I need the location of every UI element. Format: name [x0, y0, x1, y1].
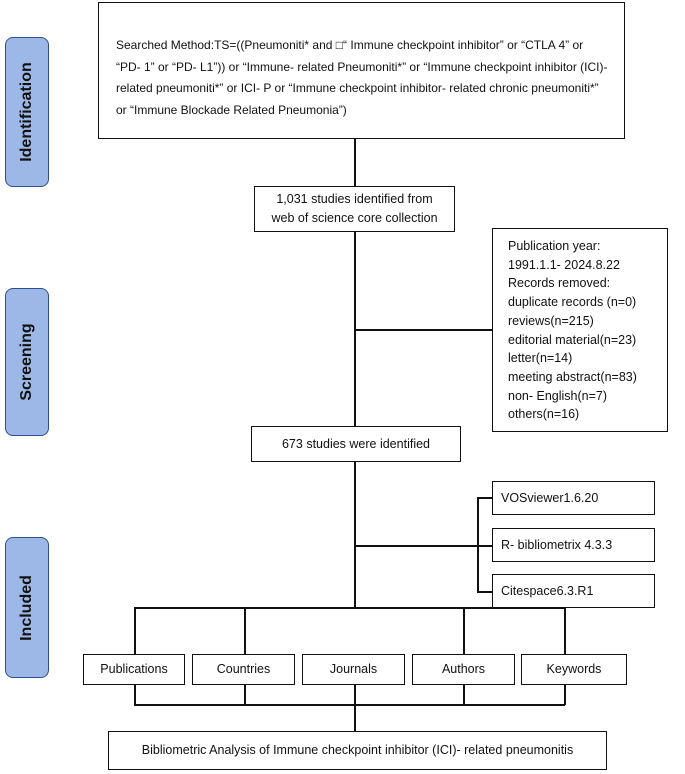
- connector-to-exclusion: [354, 329, 493, 331]
- stage-screening: Screening: [5, 288, 49, 436]
- connector-search-to-identified: [354, 138, 356, 186]
- exclusion-line-6: editorial material(n=23): [508, 332, 637, 347]
- exclusion-line-3: Records removed:: [508, 276, 611, 291]
- exclusion-line-4: duplicate records (n=0): [508, 295, 637, 310]
- categories-bottom-bracket: [134, 704, 565, 706]
- exclusion-line-10: others(n=16): [508, 407, 580, 422]
- exclusion-line-9: non- English(n=7): [508, 388, 608, 403]
- stage-identification: Identification: [5, 37, 49, 187]
- tool-box-citespace: Citespace6.3.R1: [492, 574, 655, 608]
- category-authors: Authors: [412, 654, 515, 685]
- categories-top-tick-1: [134, 607, 136, 654]
- search-method-text: Searched Method:TS=((Pneumoniti* and □“ …: [116, 35, 621, 121]
- exclusion-line-5: reviews(n=215): [508, 313, 594, 328]
- identified-line-2: web of science core collection: [271, 211, 438, 225]
- categories-bottom-tick-2: [244, 684, 246, 705]
- categories-bottom-tick-4: [463, 684, 465, 705]
- categories-bottom-tick-3: [354, 684, 356, 732]
- search-line-4: or “Immune Blockade Related Pneumonia”): [116, 102, 347, 117]
- identified-box: 1,031 studies identified from web of sci…: [254, 186, 455, 232]
- categories-bottom-tick-1: [134, 684, 136, 705]
- stage-screening-label: Screening: [18, 323, 35, 401]
- category-keywords: Keywords: [521, 654, 627, 685]
- connector-screened-to-categories: [354, 461, 356, 607]
- stage-included-label: Included: [18, 574, 35, 641]
- exclusion-text: Publication year: 1991.1.1- 2024.8.22 Re…: [508, 237, 637, 424]
- tool-box-vosviewer: VOSviewer1.6.20: [492, 481, 655, 515]
- tool-label-bibliometrix: R- bibliometrix 4.3.3: [501, 538, 613, 552]
- search-method-box: Searched Method:TS=((Pneumoniti* and □“ …: [98, 2, 625, 139]
- category-countries-label: Countries: [216, 662, 271, 676]
- category-authors-label: Authors: [441, 662, 486, 676]
- search-line-1: Searched Method:TS=((Pneumoniti* and □“ …: [116, 38, 584, 52]
- exclusion-box: Publication year: 1991.1.1- 2024.8.22 Re…: [492, 228, 668, 432]
- category-publications-label: Publications: [100, 662, 168, 676]
- final-analysis-box: Bibliometric Analysis of Immune checkpoi…: [108, 731, 607, 770]
- tool-label-vosviewer: VOSviewer1.6.20: [501, 491, 599, 505]
- exclusion-line-1: Publication year:: [508, 239, 601, 253]
- connector-to-tools: [354, 545, 478, 547]
- stage-included: Included: [5, 537, 49, 678]
- tools-tick-1: [477, 497, 493, 499]
- search-line-2: “PD- 1” or “PD- L1”)) or “Immune- relate…: [116, 59, 608, 74]
- categories-top-tick-2: [244, 607, 246, 654]
- exclusion-line-2: 1991.1.1- 2024.8.22: [508, 257, 620, 272]
- tool-label-citespace: Citespace6.3.R1: [501, 584, 594, 598]
- category-keywords-label: Keywords: [546, 662, 602, 676]
- tool-box-bibliometrix: R- bibliometrix 4.3.3: [492, 528, 655, 562]
- category-countries: Countries: [192, 654, 295, 685]
- screened-box: 673 studies were identified: [251, 426, 461, 462]
- tools-tick-3: [477, 591, 493, 593]
- final-analysis-text: Bibliometric Analysis of Immune checkpoi…: [141, 743, 574, 757]
- categories-bottom-tick-5: [564, 684, 566, 705]
- screened-text: 673 studies were identified: [281, 436, 430, 451]
- stage-identification-label: Identification: [18, 62, 35, 162]
- exclusion-line-8: meeting abstract(n=83): [508, 369, 637, 384]
- category-journals-label: Journals: [329, 662, 378, 676]
- identified-line-1: 1,031 studies identified from: [276, 192, 433, 206]
- categories-top-tick-5: [564, 607, 566, 654]
- exclusion-line-7: letter(n=14): [508, 351, 573, 366]
- categories-top-bracket: [134, 607, 565, 609]
- tools-bracket: [477, 497, 479, 592]
- categories-top-tick-4: [463, 607, 465, 654]
- tools-tick-2: [477, 545, 493, 547]
- category-journals: Journals: [302, 654, 405, 685]
- search-line-3: related pneumoniti*” or ICI- P or “Immun…: [116, 81, 599, 95]
- category-publications: Publications: [83, 654, 185, 685]
